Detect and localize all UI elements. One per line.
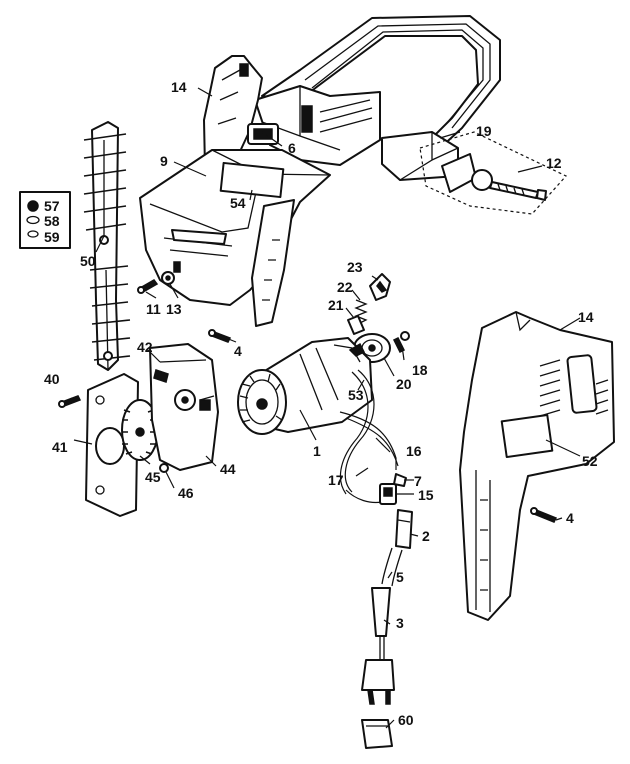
label-22: 22 [337, 279, 353, 295]
part-42-gear-housing [149, 343, 219, 471]
label-3: 3 [396, 615, 404, 631]
part-7-switch-contact [393, 473, 407, 487]
part-40-screw [58, 395, 82, 408]
label-5: 5 [396, 569, 404, 585]
part-14-left-housing-upper [203, 55, 279, 179]
label-45: 45 [145, 469, 161, 485]
label-23: 23 [347, 259, 363, 275]
label-57: 57 [44, 198, 60, 214]
label-41: 41 [52, 439, 68, 455]
label-20: 20 [396, 376, 412, 392]
part-1-motor [237, 337, 373, 435]
label-18: 18 [412, 362, 428, 378]
part-18-screw [392, 331, 410, 354]
label-17: 17 [328, 472, 344, 488]
part-4-screw-upper [208, 329, 232, 343]
label-4-top: 4 [234, 343, 242, 359]
label-4-right: 4 [566, 510, 574, 526]
label-53: 53 [348, 387, 364, 403]
part-14-right-housing [459, 311, 615, 621]
label-58: 58 [44, 213, 60, 229]
label-1: 1 [313, 443, 321, 459]
part-53-motor-leads [339, 369, 375, 495]
label-14-right: 14 [578, 309, 594, 325]
label-15: 15 [418, 487, 434, 503]
part-9-main-housing [139, 149, 331, 327]
label-13: 13 [166, 301, 182, 317]
label-7: 7 [414, 473, 422, 489]
leader-lines [63, 87, 581, 729]
label-54: 54 [230, 195, 246, 211]
part-50-cutter-blade [83, 121, 131, 371]
label-12: 12 [546, 155, 562, 171]
label-11: 11 [146, 301, 161, 317]
part-19-front-handle [254, 15, 501, 181]
part-22-spring [354, 299, 368, 325]
label-46: 46 [178, 485, 194, 501]
label-59: 59 [44, 229, 60, 245]
part-13-washer [161, 271, 175, 285]
part-12-bolt-assembly [419, 131, 567, 215]
label-60: 60 [398, 712, 414, 728]
label-2: 2 [422, 528, 430, 544]
part-60-plug-cover [361, 719, 393, 749]
label-9: 9 [160, 153, 168, 169]
part-23-brush-cap [369, 273, 391, 301]
parts-57-58-59-fastener-set [19, 191, 71, 249]
part-15-switch [379, 483, 397, 505]
label-16: 16 [406, 443, 422, 459]
label-44: 44 [220, 461, 236, 477]
parts-16-17-wiring [339, 411, 399, 504]
label-52: 52 [582, 453, 598, 469]
part-21-carbon-brush [347, 315, 365, 335]
label-14-top: 14 [171, 79, 187, 95]
part-5-cable-sleeve [381, 547, 403, 587]
label-21: 21 [328, 297, 344, 313]
part-4-screw-lower [530, 507, 558, 523]
label-19: 19 [476, 123, 492, 139]
label-42: 42 [137, 339, 153, 355]
part-11-bolt [137, 279, 159, 294]
part-3-cable [371, 587, 391, 660]
part-labels: 14 6 9 54 19 12 57 58 59 50 23 22 21 11 … [44, 79, 598, 728]
part-46-pin [159, 463, 169, 473]
part-2-cable-clamp [395, 509, 413, 549]
label-40: 40 [44, 371, 60, 387]
plug [361, 659, 395, 705]
label-50: 50 [80, 253, 96, 269]
label-6: 6 [288, 140, 296, 156]
